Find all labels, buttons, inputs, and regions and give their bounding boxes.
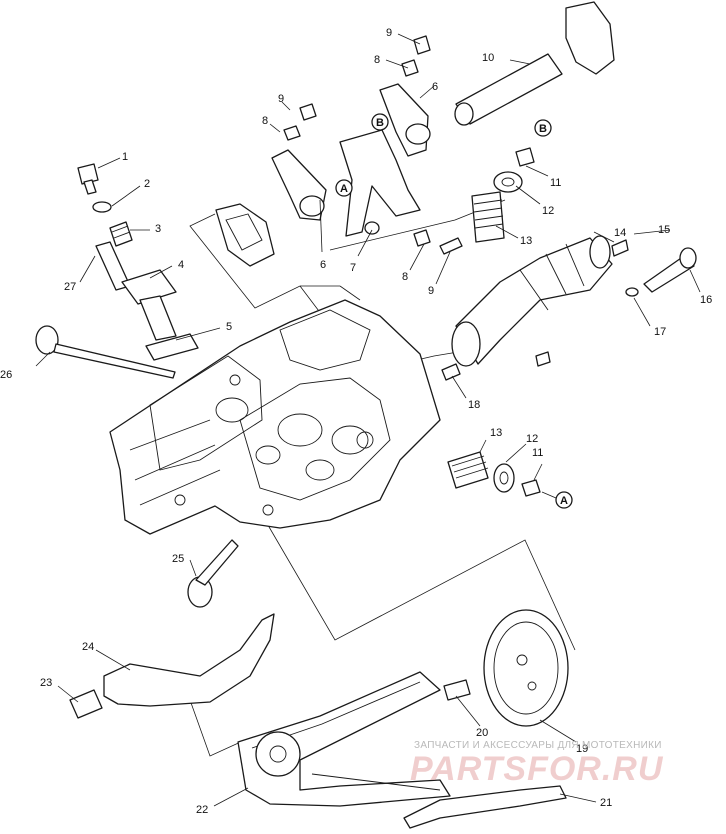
reference-mark-b [371,113,389,131]
callout-6: 6 [320,259,326,271]
cylinder-head [109,299,441,535]
callout-21: 21 [600,797,612,809]
reference-marks: A A B B [335,113,573,509]
cam-sprocket [443,609,569,727]
camshaft [441,235,697,381]
reference-mark-b [534,119,552,137]
callout-24: 24 [82,641,94,653]
callout-6: 6 [432,81,438,93]
callout-20: 20 [476,727,488,739]
reference-mark-b-label: B [376,117,384,129]
chain-guide-lower [403,785,567,829]
leader-lines [35,33,701,807]
callout-8: 8 [374,54,380,66]
callout-17: 17 [654,326,666,338]
timing-chain [237,671,451,807]
callout-2: 2 [144,178,150,190]
callout-26: 26 [0,369,12,381]
callout-3: 3 [155,223,161,235]
callout-12: 12 [542,205,554,217]
reference-mark-a-label: A [560,495,568,507]
callout-14: 14 [614,227,626,239]
valve-spring-lower [447,451,541,497]
callout-15: 15 [658,224,670,236]
callout-10: 10 [482,52,494,64]
callout-22: 22 [196,804,208,816]
callout-25: 25 [172,553,184,565]
callout-1: 1 [122,151,128,163]
reference-mark-b-label: B [539,123,547,135]
callout-23: 23 [40,677,52,689]
reference-mark-a [335,179,353,197]
rocker-arms [271,35,463,255]
callout-13: 13 [490,427,502,439]
callout-7: 7 [350,262,356,274]
callout-13: 13 [520,235,532,247]
callout-12: 12 [526,433,538,445]
callout-27: 27 [64,281,76,293]
watermark-logo: PARTSFOR.RU [410,750,664,788]
valve-parts [35,325,239,608]
valve-spring-upper [471,147,535,243]
callout-11: 11 [550,177,561,189]
callout-labels: 1 2 3 4 5 6 6 7 8 8 8 9 9 9 10 11 11 12 … [0,27,712,816]
callout-9: 9 [428,285,434,297]
callout-4: 4 [178,259,184,271]
callout-9: 9 [386,27,392,39]
callout-8: 8 [402,271,408,283]
valve-guide-stack [77,163,199,361]
callout-18: 18 [468,399,480,411]
callout-9: 9 [278,93,284,105]
callout-11: 11 [532,447,543,459]
callout-16: 16 [700,294,712,306]
rocker-shaft [454,53,563,126]
reference-mark-a [555,491,573,509]
callout-19: 19 [576,743,588,755]
callout-8: 8 [262,115,268,127]
reference-mark-a-label: A [340,183,348,195]
chain-guide-upper [69,613,275,719]
watermark-caption: ЗАПЧАСТИ И АКСЕССУАРЫ ДЛЯ МОТОТЕХНИКИ [414,740,662,751]
callout-5: 5 [226,321,232,333]
rocker-housing [215,1,615,267]
